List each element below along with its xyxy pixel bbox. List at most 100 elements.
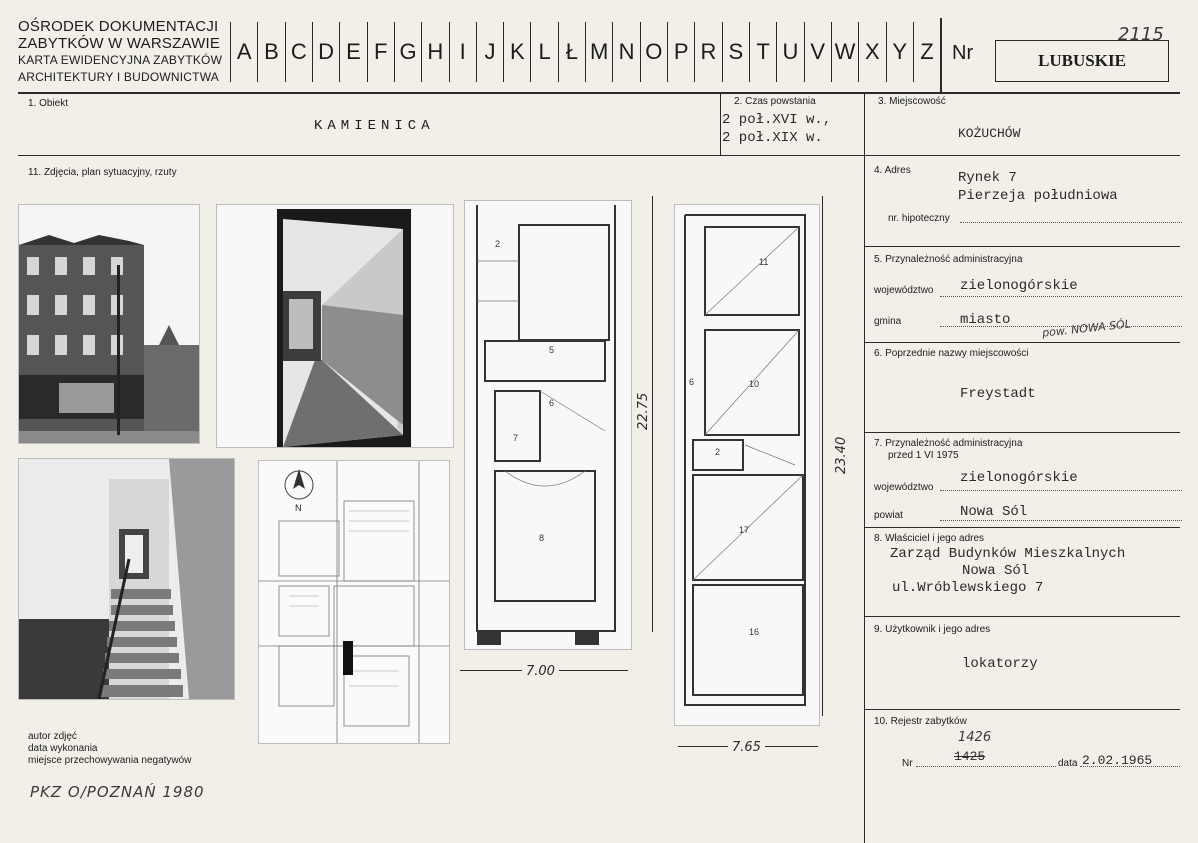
field7-label-2: przed 1 VI 1975 (888, 450, 959, 461)
rule-9 (864, 709, 1180, 710)
rule-5 (864, 342, 1180, 343)
photo-passage (216, 204, 454, 448)
date-line-2: 2 poł.XIX w. (722, 130, 823, 146)
row1-divider-a (720, 93, 721, 155)
mortgage-line (960, 222, 1182, 223)
field2-label: 2. Czas powstania (734, 96, 816, 107)
main-vertical-divider (864, 93, 865, 843)
former-voivodeship-label: województwo (874, 482, 934, 493)
header-divider (940, 18, 942, 92)
photo-passage-image (217, 205, 453, 447)
index-letter: K (503, 22, 530, 82)
index-letter: E (339, 22, 366, 82)
photo-staircase (18, 458, 235, 700)
user-value: lokatorzy (962, 656, 1038, 672)
index-letter: W (830, 22, 858, 82)
owner-line-3: ul.Wróblewskiego 7 (892, 580, 1044, 596)
negatives-location-label: miejsce przechowywania negatywów (28, 755, 192, 766)
svg-text:10: 10 (749, 379, 759, 389)
gmina-value: miasto (960, 312, 1011, 328)
card-number: 2115 (1118, 24, 1164, 45)
header-bottom-rule (18, 92, 1180, 94)
floor-plan-b: 11 10 6 2 17 16 (674, 204, 820, 726)
rule-7 (864, 527, 1180, 528)
mortgage-label: nr. hipoteczny (888, 213, 950, 224)
index-letter: Ł (557, 22, 585, 82)
row1-bottom-rule (18, 155, 1180, 156)
former-names: Freystadt (960, 386, 1036, 402)
powiat-label: powiat (874, 510, 903, 521)
object-name: KAMIENICA (314, 118, 435, 134)
index-letter: T (748, 22, 776, 82)
region-name: LUBUSKIE (1038, 51, 1126, 70)
dimension-c: 23.40 (834, 436, 849, 474)
rule-6 (864, 432, 1180, 433)
index-letter: Z (912, 22, 940, 82)
register-nr-label: Nr (902, 758, 913, 769)
voivodeship-label: województwo (874, 285, 934, 296)
nr-label: Nr (952, 42, 974, 64)
index-letter: J (475, 22, 503, 82)
field1-label: 1. Obiekt (28, 98, 69, 109)
locality: KOŻUCHÓW (958, 126, 1021, 141)
index-letter: O (639, 22, 667, 82)
index-letter: H (421, 22, 448, 82)
former-voivodeship-line (940, 490, 1182, 491)
issuer-line-3: KARTA EWIDENCYJNA ZABYTKÓW (18, 53, 223, 67)
index-letter: V (803, 22, 831, 82)
index-letter: S (721, 22, 749, 82)
photo-author-label: autor zdjęć (28, 731, 77, 742)
index-letter: A (230, 22, 257, 82)
dimension-d: 7.65 (728, 740, 765, 755)
field3-label: 3. Miejscowość (878, 96, 946, 107)
issuer-line-4: ARCHITEKTURY I BUDOWNICTWA (18, 70, 219, 84)
rule-4 (864, 246, 1180, 247)
index-letter: M (585, 22, 612, 82)
photo-facade (18, 204, 200, 444)
field10-label: 10. Rejestr zabytków (874, 716, 967, 727)
dimension-b: 7.00 (522, 664, 559, 679)
svg-text:2: 2 (495, 239, 500, 249)
site-plan-drawing (259, 461, 449, 743)
floor-plan-a-drawing: 2 5 6 7 8 (465, 201, 631, 649)
powiat-value: Nowa Sól (960, 504, 1028, 520)
issuer-line-1: OŚRODEK DOKUMENTACJI (18, 18, 219, 35)
owner-line-2: Nowa Sól (962, 563, 1030, 579)
floor-plan-b-drawing: 11 10 6 2 17 16 (675, 205, 819, 725)
gmina-note: pow. NOWA SÓL (1041, 317, 1132, 340)
powiat-line (940, 520, 1182, 521)
rule-8 (864, 616, 1180, 617)
gmina-line (940, 326, 1182, 327)
gmina-label: gmina (874, 316, 902, 327)
index-letter: R (694, 22, 721, 82)
index-letter: Y (885, 22, 913, 82)
north-marker: N (295, 503, 302, 513)
index-letter: X (858, 22, 885, 82)
dim-line-a (652, 196, 653, 632)
register-number-corrected: 1426 (958, 730, 992, 745)
index-letter: D (311, 22, 339, 82)
voivodeship-line (940, 296, 1182, 297)
svg-text:8: 8 (539, 533, 544, 543)
svg-text:6: 6 (549, 398, 554, 408)
index-letter: C (284, 22, 312, 82)
issuer-block: OŚRODEK DOKUMENTACJI ZABYTKÓW W WARSZAWI… (18, 18, 226, 86)
svg-text:2: 2 (715, 447, 720, 457)
index-letter: L (530, 22, 557, 82)
site-plan: N (258, 460, 450, 744)
owner-line-1: Zarząd Budynków Mieszkalnych (890, 546, 1126, 562)
field4-label: 4. Adres (874, 165, 911, 176)
address-line-2: Pierzeja południowa (958, 188, 1118, 204)
svg-text:5: 5 (549, 345, 554, 355)
index-letter: G (393, 22, 421, 82)
photo-facade-image (19, 205, 199, 443)
svg-text:16: 16 (749, 627, 759, 637)
field5-label: 5. Przynależność administracyjna (874, 254, 1023, 265)
index-letter: P (667, 22, 694, 82)
storage-stamp: PKZ O/POZNAŃ 1980 (30, 783, 205, 801)
index-letter: B (257, 22, 284, 82)
index-letter: I (448, 22, 476, 82)
issuer-line-2: ZABYTKÓW W WARSZAWIE (18, 35, 221, 52)
dim-line-c (822, 196, 823, 716)
